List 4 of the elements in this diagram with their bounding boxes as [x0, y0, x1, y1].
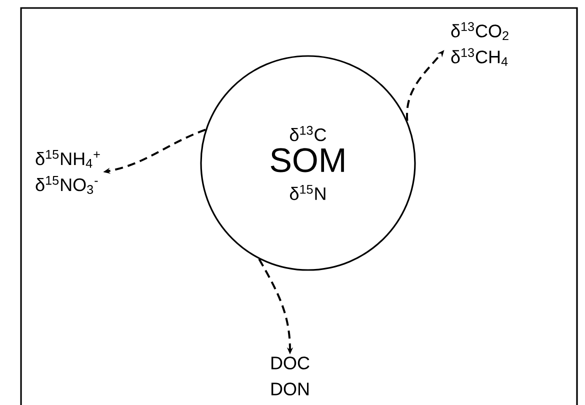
text-label: δ$^{15}$NH$_{4}$+ δ$^{15}$NO$_{3}$-	[36, 150, 100, 194]
circle-node: δ$^{13}$C SOM δ$^{15}$N	[200, 55, 416, 271]
text-label: DOC DON	[271, 356, 310, 396]
text-label: δ$^{13}$CO$_{2}$ δ$^{13}$CH$_{4}$	[451, 22, 508, 66]
